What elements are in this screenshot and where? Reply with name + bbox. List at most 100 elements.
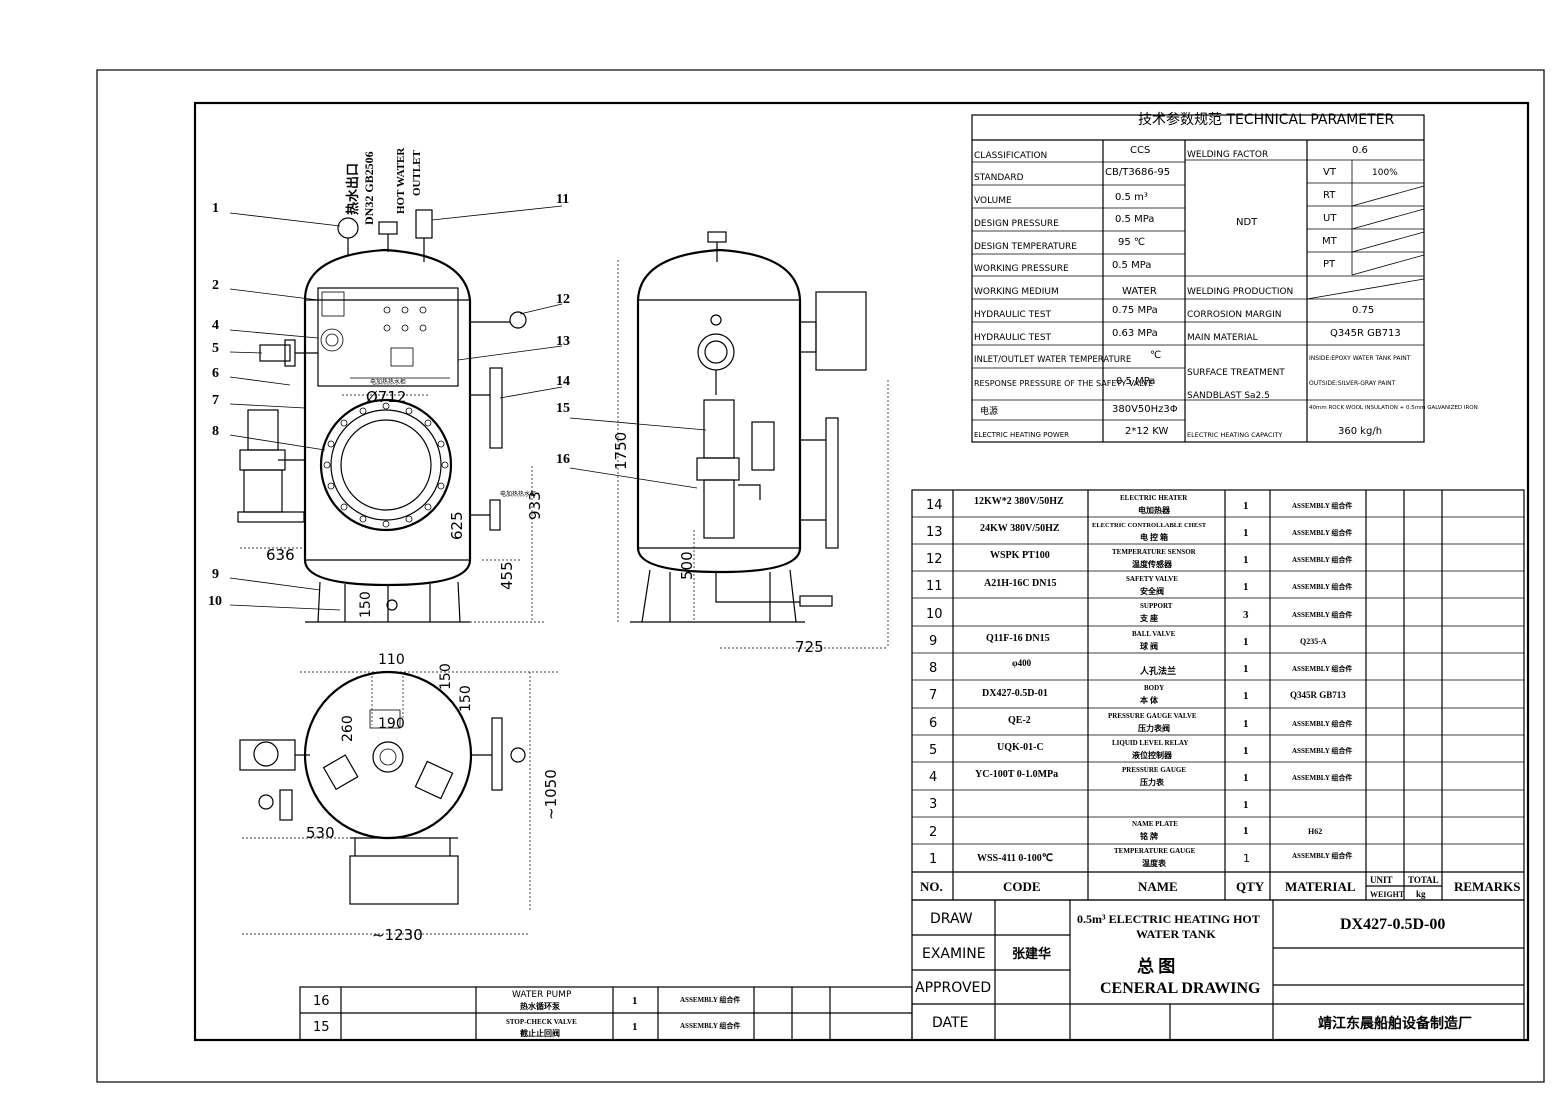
bom-row-12: 12 WSPK PT100 TEMPERATURE SENSOR 温度传感器 1…: [926, 548, 1352, 569]
lower-bom-name-en: WATER PUMP: [512, 990, 572, 1000]
lower-bom-no: 15: [313, 1020, 330, 1035]
tech-label-1: STANDARD: [974, 173, 1024, 183]
dim-150c: 150: [458, 685, 474, 712]
callout-10: 10: [208, 594, 222, 609]
bom-material: ASSEMBLY 组合件: [1292, 719, 1352, 728]
paint-inside: INSIDE:EPOXY WATER TANK PAINT: [1309, 355, 1411, 362]
bom-name-cn: 电 控 箱: [1140, 532, 1168, 542]
title-en: CENERAL DRAWING: [1100, 980, 1261, 997]
bom-rows: [912, 516, 1524, 845]
callout-5: 5: [212, 341, 219, 356]
bom-qty: 1: [1243, 663, 1249, 675]
bom-name-cn: 本 体: [1139, 695, 1159, 705]
callout-9: 9: [212, 567, 219, 582]
main-material-value: Q345R GB713: [1330, 328, 1401, 339]
bom-qty: 1: [1243, 581, 1249, 593]
bom-code: 12KW*2 380V/50HZ: [974, 496, 1064, 507]
bom-code: YC-100T 0-1.0MPa: [975, 769, 1058, 780]
lower-bom-name-en: STOP-CHECK VALVE: [506, 1018, 577, 1026]
bom-code: WSS-411 0-100℃: [977, 853, 1053, 864]
dim-725: 725: [795, 638, 824, 656]
bom-code: DX427-0.5D-01: [982, 688, 1048, 699]
tech-right-block: WELDING FACTOR 0.6 NDT VT 100% RT UT MT …: [1187, 145, 1478, 439]
title-cn: 总 图: [1137, 956, 1175, 976]
lower-bom-row-15: 15 STOP-CHECK VALVE 截止止回阀 1 ASSEMBLY 组合件: [313, 1018, 740, 1038]
title-examine-label: EXAMINE: [922, 946, 986, 962]
lower-bom-qty: 1: [632, 995, 638, 1007]
ndt-method-0: VT: [1323, 167, 1337, 178]
bom-name-en: BODY: [1144, 684, 1164, 692]
bom-name-cn: 压力表: [1140, 777, 1165, 787]
bom-name-cn: 支 座: [1139, 613, 1158, 623]
bom-name-cn: 球 阀: [1140, 641, 1158, 651]
bom-header-weight: WEIGHT: [1370, 890, 1405, 899]
dim-933: 933: [526, 491, 544, 520]
bom-material: ASSEMBLY 组合件: [1292, 501, 1352, 510]
dim-530: 530: [306, 824, 335, 842]
bom-material: H62: [1308, 827, 1322, 836]
panel-text-1: 电加热热水柜: [370, 378, 406, 386]
callout-13: 13: [556, 334, 570, 349]
callout-12: 12: [556, 292, 570, 307]
tech-value-7: 0.75 MPa: [1112, 305, 1158, 316]
dim-150: 150: [358, 591, 374, 618]
lower-bom-row-16: 16 WATER PUMP 热水循环泵 1 ASSEMBLY 组合件: [313, 990, 740, 1011]
bom-row-11: 11 A21H-16C DN15 SAFETY VALVE 安全阀 1 ASSE…: [926, 575, 1352, 596]
outlet-en-label-2: OUTLET: [411, 149, 423, 196]
bom-row-7: 7 DX427-0.5D-01 BODY 本 体 1 Q345R GB713: [929, 684, 1346, 705]
tech-value-5: 0.5 MPa: [1112, 260, 1151, 271]
callout-14: 14: [556, 374, 570, 389]
bom-header: NO. CODE NAME QTY MATERIAL UNIT TOTAL WE…: [920, 875, 1520, 899]
title-line-1: 0.5m³ ELECTRIC HEATING HOT: [1077, 912, 1260, 926]
ndt-method-4: PT: [1323, 259, 1336, 270]
tech-label-6: WORKING MEDIUM: [974, 287, 1059, 297]
bom-no: 4: [929, 770, 937, 785]
front-elevation: [229, 205, 563, 623]
bom-row-13: 13 24KW 380V/50HZ ELECTRIC CONTROLLABLE …: [926, 522, 1352, 542]
bom-material: ASSEMBLY 组合件: [1292, 746, 1352, 755]
title-date-label: DATE: [932, 1015, 968, 1031]
tech-value-4: 95 ℃: [1118, 237, 1145, 248]
bom-no: 5: [929, 743, 937, 758]
bom-material: ASSEMBLY 组合件: [1292, 555, 1352, 564]
tech-value-6: WATER: [1122, 286, 1157, 297]
title-block-grid: [911, 899, 1525, 1041]
bom-row-9: 9 Q11F-16 DN15 BALL VALVE 球 阀 1 Q235-A: [929, 630, 1327, 651]
welding-production-label: WELDING PRODUCTION: [1187, 287, 1293, 297]
bom-no: 8: [929, 661, 937, 676]
bom-material: Q345R GB713: [1290, 690, 1346, 700]
bom-qty: 1: [1243, 527, 1249, 539]
bom-code: 24KW 380V/50HZ: [980, 523, 1060, 534]
ndt-label: NDT: [1236, 217, 1258, 228]
bom-name-en: SUPPORT: [1140, 602, 1173, 610]
dim-1750: 1750: [612, 432, 630, 470]
bom-row-8: 8 φ400 人孔法兰 1 ASSEMBLY 组合件: [929, 658, 1352, 676]
bom-qty: 1: [1243, 745, 1249, 757]
panel-text-2: 电加热热水柜: [500, 490, 536, 498]
tech-value-10: 0.5 MPa: [1116, 376, 1155, 387]
bom-no: 3: [929, 797, 937, 812]
tech-value-3: 0.5 MPa: [1115, 214, 1154, 225]
bom-qty: 1: [1243, 772, 1249, 784]
bom-header-name: NAME: [1138, 879, 1178, 894]
bom-code: UQK-01-C: [997, 742, 1044, 753]
welding-factor-label: WELDING FACTOR: [1187, 150, 1268, 160]
bom-no: 9: [929, 634, 937, 649]
bom-no: 1: [929, 852, 937, 867]
dim-455: 455: [498, 561, 516, 590]
callout-7: 7: [212, 393, 219, 408]
callout-16: 16: [556, 452, 570, 467]
bom-row-6: 6 QE-2 PRESSURE GAUGE VALVE 压力表阀 1 ASSEM…: [929, 712, 1352, 733]
bom-name-en: BALL VALVE: [1132, 630, 1176, 638]
drawing-number: DX427-0.5D-00: [1340, 916, 1445, 933]
tech-label-4: DESIGN TEMPERATURE: [974, 242, 1077, 252]
bom-qty: 1: [1243, 554, 1249, 566]
ndt-value-0: 100%: [1372, 168, 1398, 178]
bom-name-en: LIQUID LEVEL RELAY: [1112, 739, 1188, 747]
tech-label-10: RESPONSE PRESSURE OF THE SAFETY VALVE: [974, 379, 1153, 388]
bom-name-cn: 安全阀: [1140, 586, 1164, 596]
bom-qty: 1: [1243, 500, 1249, 512]
bom-material: ASSEMBLY 组合件: [1292, 851, 1352, 860]
title-examiner: 张建华: [1012, 946, 1051, 961]
lower-bom-name-cn: 截止止回阀: [520, 1028, 560, 1038]
